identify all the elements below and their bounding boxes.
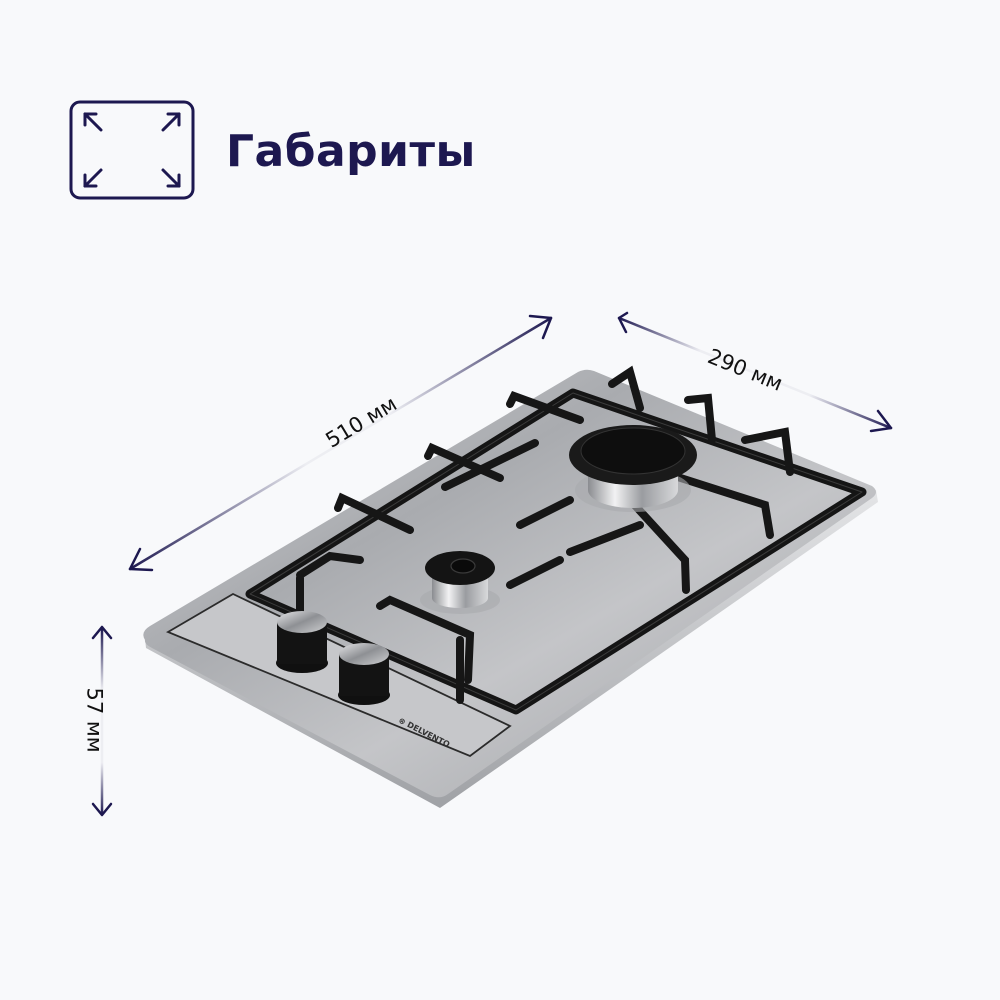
- small-burner: [420, 551, 500, 614]
- control-knob-1[interactable]: [276, 611, 328, 673]
- width-dimension-arrow: [128, 314, 553, 572]
- gas-hob: ⊗ DELVENTO: [143, 365, 878, 808]
- control-knob-2[interactable]: [338, 643, 390, 705]
- large-burner: [569, 425, 697, 512]
- expand-dimensions-icon: [69, 100, 195, 200]
- page-title: Габариты: [226, 126, 476, 177]
- height-dimension-label: 57 мм: [82, 687, 107, 753]
- depth-dimension-arrow: [617, 311, 893, 433]
- height-dimension-arrow: [91, 625, 113, 817]
